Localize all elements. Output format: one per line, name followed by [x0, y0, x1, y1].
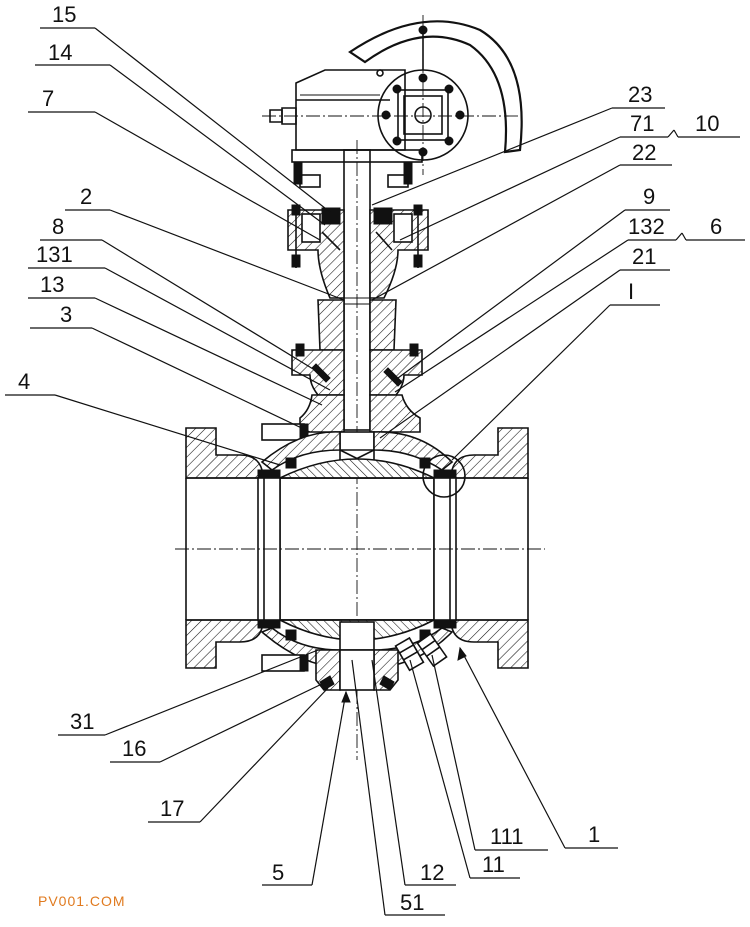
upper-bonnet-flange [287, 204, 429, 299]
label-22: 22 [632, 140, 656, 165]
label-13: 13 [40, 272, 64, 297]
label-31: 31 [70, 709, 94, 734]
leader-lines [5, 27, 745, 916]
label-51: 51 [400, 890, 424, 915]
label-132: 132 [628, 214, 665, 239]
label-4: 4 [18, 369, 30, 394]
label-11: 11 [482, 852, 505, 877]
label-111: 111 [490, 824, 523, 849]
label-3: 3 [60, 302, 72, 327]
label-21: 21 [632, 244, 656, 269]
label-I: I [628, 279, 634, 304]
gear-operator [262, 15, 523, 188]
label-10: 10 [695, 111, 719, 136]
label-8: 8 [52, 214, 64, 239]
label-14: 14 [48, 40, 72, 65]
label-9: 9 [643, 184, 655, 209]
label-131: 131 [36, 242, 73, 267]
bottom-trunnion [261, 621, 448, 691]
label-17: 17 [160, 796, 184, 821]
label-71: 71 [630, 111, 654, 136]
watermark: PV001.COM [38, 893, 126, 909]
label-16: 16 [122, 736, 146, 761]
label-2: 2 [80, 184, 92, 209]
callout-labels: 15 14 7 2 8 131 13 3 4 23 71 10 22 9 132… [18, 2, 722, 915]
label-5: 5 [272, 860, 284, 885]
label-12: 12 [420, 860, 444, 885]
label-1: 1 [588, 822, 600, 847]
label-7: 7 [42, 86, 54, 111]
label-6: 6 [710, 214, 722, 239]
label-15: 15 [52, 2, 76, 27]
label-23: 23 [628, 82, 652, 107]
